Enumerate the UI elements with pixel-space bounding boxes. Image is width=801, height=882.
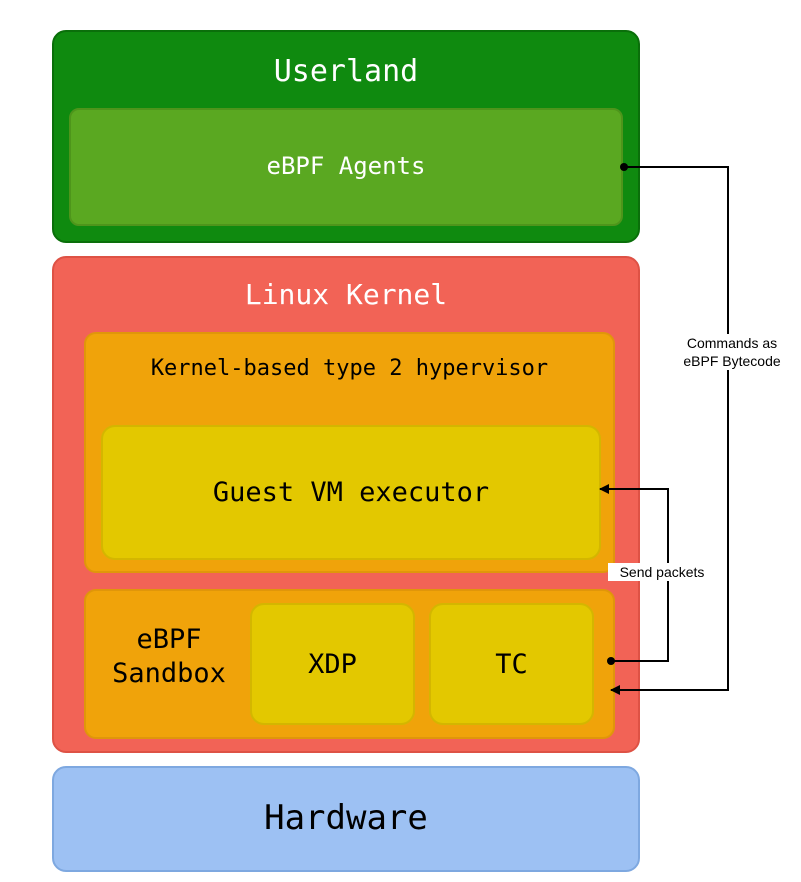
commands-connector bbox=[610, 166, 729, 695]
ebpf-sandbox-label-line2: Sandbox bbox=[112, 658, 226, 689]
tc-box: TC bbox=[429, 603, 594, 725]
commands-connector-start-dot bbox=[620, 163, 628, 171]
ebpf-sandbox-box: eBPF Sandbox XDP TC bbox=[84, 589, 615, 739]
userland-layer: Userland eBPF Agents bbox=[52, 30, 640, 243]
commands-edge-label-line1: Commands as bbox=[686, 335, 778, 351]
hypervisor-box: Kernel-based type 2 hypervisor Guest VM … bbox=[84, 332, 615, 573]
xdp-box: XDP bbox=[250, 603, 415, 725]
hardware-layer: Hardware bbox=[52, 766, 640, 872]
xdp-label: XDP bbox=[308, 649, 357, 680]
send-packets-edge-label: Send packets bbox=[608, 563, 716, 581]
userland-title: Userland bbox=[273, 54, 419, 89]
ebpf-agents-box: eBPF Agents bbox=[69, 108, 623, 226]
hypervisor-title: Kernel-based type 2 hypervisor bbox=[150, 356, 549, 381]
linux-kernel-title: Linux Kernel bbox=[244, 278, 448, 311]
ebpf-sandbox-label-line1: eBPF bbox=[136, 624, 202, 655]
ebpf-sandbox-label: eBPF Sandbox bbox=[94, 623, 244, 691]
ebpf-agents-label: eBPF Agents bbox=[266, 152, 426, 180]
linux-kernel-layer: Linux Kernel Kernel-based type 2 hypervi… bbox=[52, 256, 640, 753]
tc-label: TC bbox=[495, 649, 528, 680]
commands-edge-label-line2: eBPF Bytecode bbox=[683, 353, 781, 369]
guest-vm-executor-label: Guest VM executor bbox=[212, 477, 490, 508]
commands-edge-label: Commands as eBPF Bytecode bbox=[672, 334, 792, 370]
hardware-title: Hardware bbox=[264, 798, 428, 838]
send-packets-connector-start-dot bbox=[607, 657, 615, 665]
guest-vm-executor-box: Guest VM executor bbox=[101, 425, 601, 560]
